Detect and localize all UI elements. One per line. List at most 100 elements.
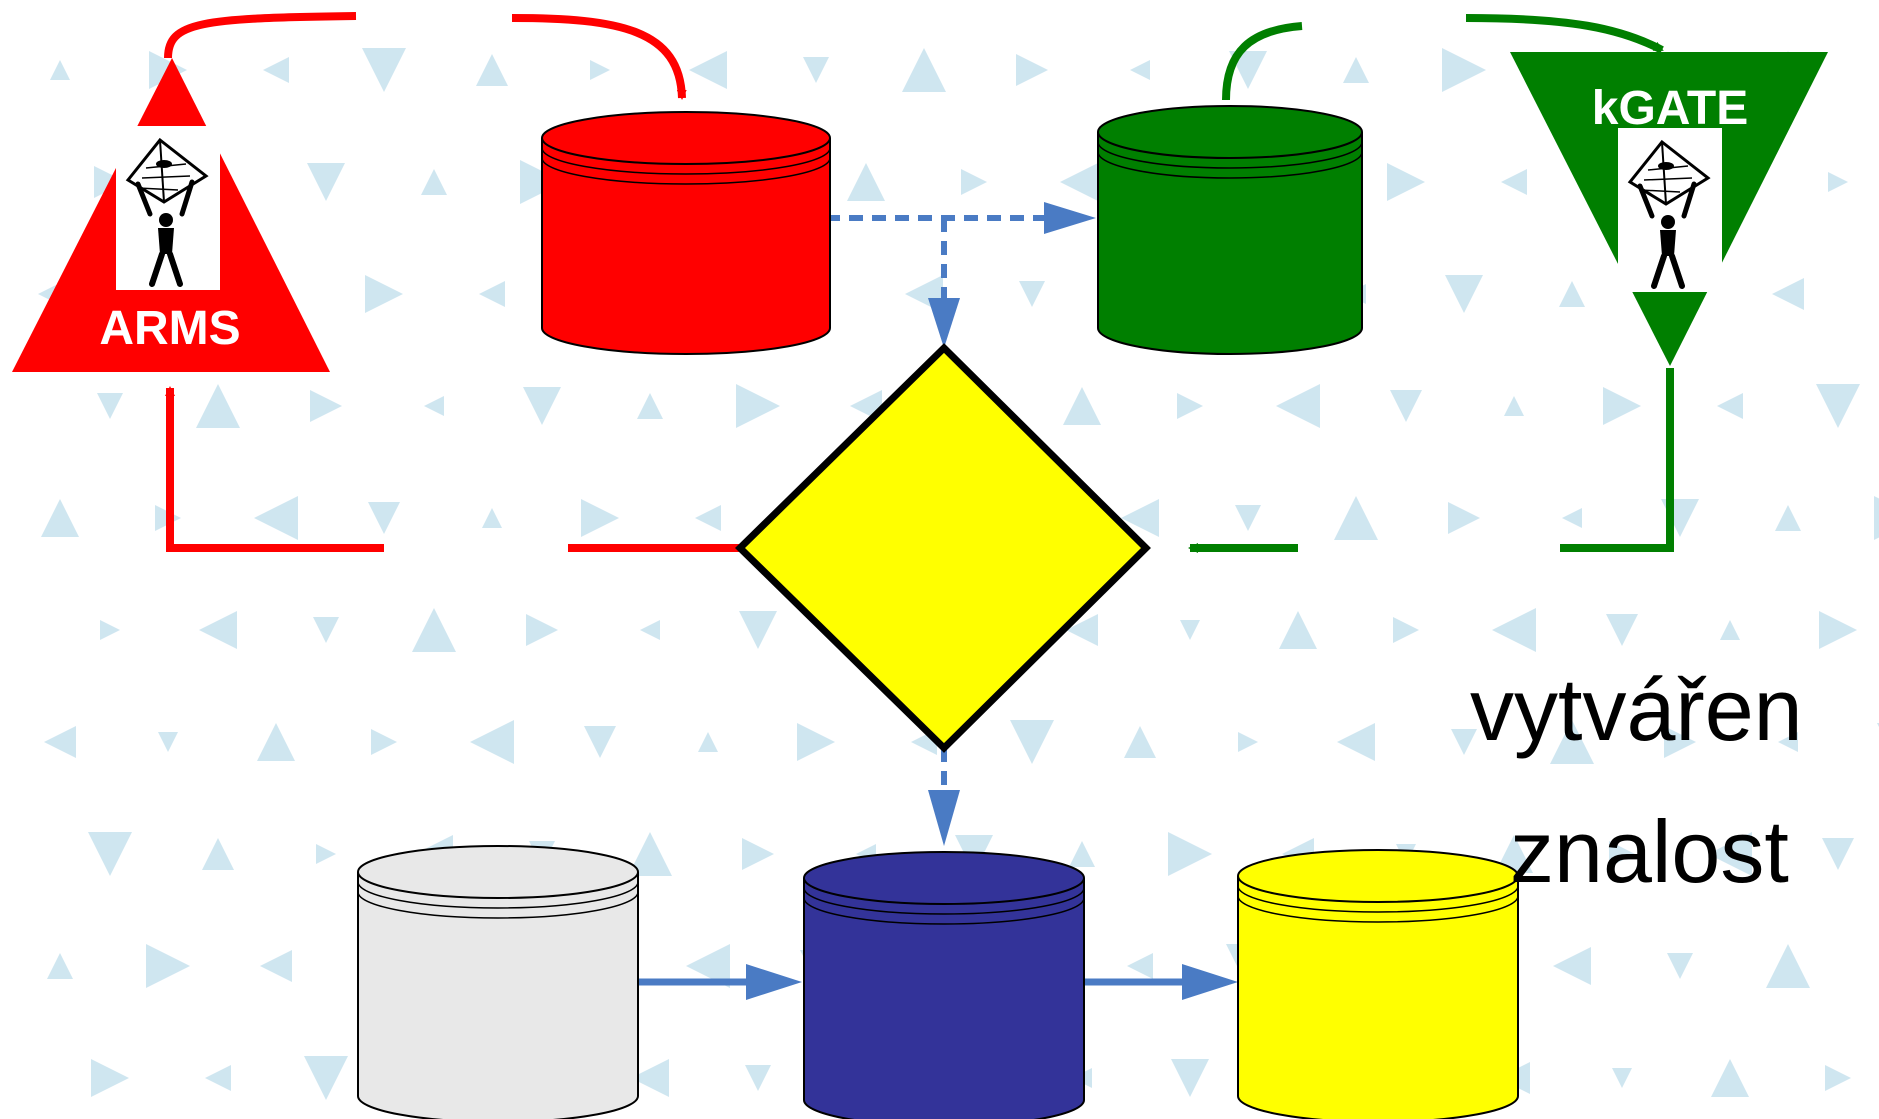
- pattern-triangle: [100, 620, 120, 640]
- connector-green-db-to-kgate: [1222, 14, 1664, 101]
- pattern-triangle: [1778, 732, 1798, 752]
- cylinder-body: [803, 878, 1085, 1119]
- pattern-triangle: [1550, 720, 1594, 764]
- cylinder-ring: [357, 891, 639, 919]
- cylinder-ring: [1237, 885, 1519, 913]
- pattern-triangle: [1445, 275, 1483, 313]
- pattern-triangle: [50, 60, 70, 80]
- pattern-triangle: [260, 950, 292, 982]
- pattern-triangle: [526, 614, 558, 646]
- database-navy: [803, 851, 1085, 1119]
- pattern-triangle: [1819, 611, 1857, 649]
- cylinder-body: [1237, 876, 1519, 1119]
- pattern-triangle: [1337, 723, 1375, 761]
- kgate-label: kGATE: [1592, 82, 1748, 135]
- pattern-triangle: [1492, 608, 1536, 652]
- pattern-triangle: [590, 60, 610, 80]
- pattern-triangle: [199, 611, 237, 649]
- pattern-triangle: [1711, 1059, 1749, 1097]
- pattern-triangle: [257, 723, 295, 761]
- pattern-triangle: [1562, 508, 1582, 528]
- pattern-triangle: [1343, 57, 1369, 83]
- pattern-triangle: [803, 57, 829, 83]
- pattern-triangle: [412, 608, 456, 652]
- pattern-triangle: [1664, 726, 1696, 758]
- pattern-triangle: [1121, 499, 1159, 537]
- pattern-triangle: [368, 502, 400, 534]
- pattern-triangle: [1495, 835, 1533, 873]
- cylinder-ring: [357, 881, 639, 909]
- pattern-triangle: [424, 396, 444, 416]
- pattern-triangle: [91, 1059, 129, 1097]
- pattern-triangle: [202, 838, 234, 870]
- pattern-triangle: [1010, 720, 1054, 764]
- caption-line-2: znalost: [1510, 802, 1789, 901]
- pattern-triangle: [1448, 502, 1480, 534]
- pattern-triangle: [41, 499, 79, 537]
- pattern-triangle: [1387, 163, 1425, 201]
- pattern-triangle: [1063, 387, 1101, 425]
- pattern-triangle: [1180, 620, 1200, 640]
- connector-red-db-to-green-db: [826, 215, 1070, 320]
- connector-navy-db-to-yellow-db: [1080, 964, 1238, 1000]
- arms-node: ARMS: [12, 58, 330, 372]
- pattern-triangle: [1276, 384, 1320, 428]
- cylinder-ring: [1097, 151, 1363, 179]
- pattern-triangle: [371, 729, 397, 755]
- cylinder-ring: [1237, 895, 1519, 923]
- cylinder-ring: [803, 897, 1085, 925]
- arrowhead-to-green-db: [1044, 202, 1096, 234]
- pattern-triangle: [523, 387, 561, 425]
- pattern-triangle: [470, 720, 514, 764]
- kgate-node: kGATE: [1510, 52, 1828, 366]
- pattern-triangle: [637, 393, 663, 419]
- pattern-triangle: [1559, 281, 1585, 307]
- pattern-triangle: [847, 163, 885, 201]
- pattern-triangle: [482, 508, 502, 528]
- decision-diamond: [735, 343, 1151, 753]
- pattern-triangle: [1069, 841, 1095, 867]
- pattern-triangle: [1603, 387, 1641, 425]
- database-yellow: [1237, 849, 1519, 1119]
- pattern-triangle: [205, 1065, 231, 1091]
- cylinder-ring: [541, 157, 831, 185]
- cylinder-ring: [1097, 141, 1363, 169]
- pattern-triangle: [307, 163, 345, 201]
- pattern-triangle: [313, 617, 339, 643]
- pattern-triangle: [263, 57, 289, 83]
- pattern-triangle: [745, 1065, 771, 1091]
- pattern-triangle: [961, 169, 987, 195]
- pattern-triangle: [1168, 832, 1212, 876]
- cylinder-ring: [803, 887, 1085, 915]
- pattern-triangle: [1828, 172, 1848, 192]
- pattern-triangle: [1279, 611, 1317, 649]
- cylinder-ring: [541, 147, 831, 175]
- pattern-triangle: [47, 953, 73, 979]
- connector-arms-to-red-db: [164, 12, 687, 100]
- pattern-triangle: [739, 611, 777, 649]
- database-gray: [357, 845, 639, 1119]
- pattern-triangle: [44, 726, 76, 758]
- pattern-triangle: [1060, 160, 1104, 204]
- pattern-triangle: [1667, 953, 1693, 979]
- pattern-triangle: [1766, 944, 1810, 988]
- pattern-triangle: [698, 732, 718, 752]
- pattern-triangle: [421, 169, 447, 195]
- pattern-triangle: [365, 275, 403, 313]
- pattern-triangle: [254, 496, 298, 540]
- pattern-triangle: [1235, 505, 1261, 531]
- pattern-triangle: [1442, 48, 1486, 92]
- cylinder-top: [541, 111, 831, 165]
- pattern-triangle: [584, 726, 616, 758]
- pattern-triangle: [1177, 393, 1203, 419]
- pattern-triangle: [1504, 396, 1524, 416]
- pattern-triangle: [1451, 729, 1477, 755]
- connector-decision-to-arms: [165, 386, 740, 552]
- arrowhead-to-decision: [928, 298, 960, 348]
- pattern-triangle: [1393, 617, 1419, 643]
- pattern-triangle: [1130, 60, 1150, 80]
- cylinder-body: [1097, 132, 1363, 355]
- pattern-triangle: [479, 281, 505, 307]
- pattern-triangle: [631, 1059, 669, 1097]
